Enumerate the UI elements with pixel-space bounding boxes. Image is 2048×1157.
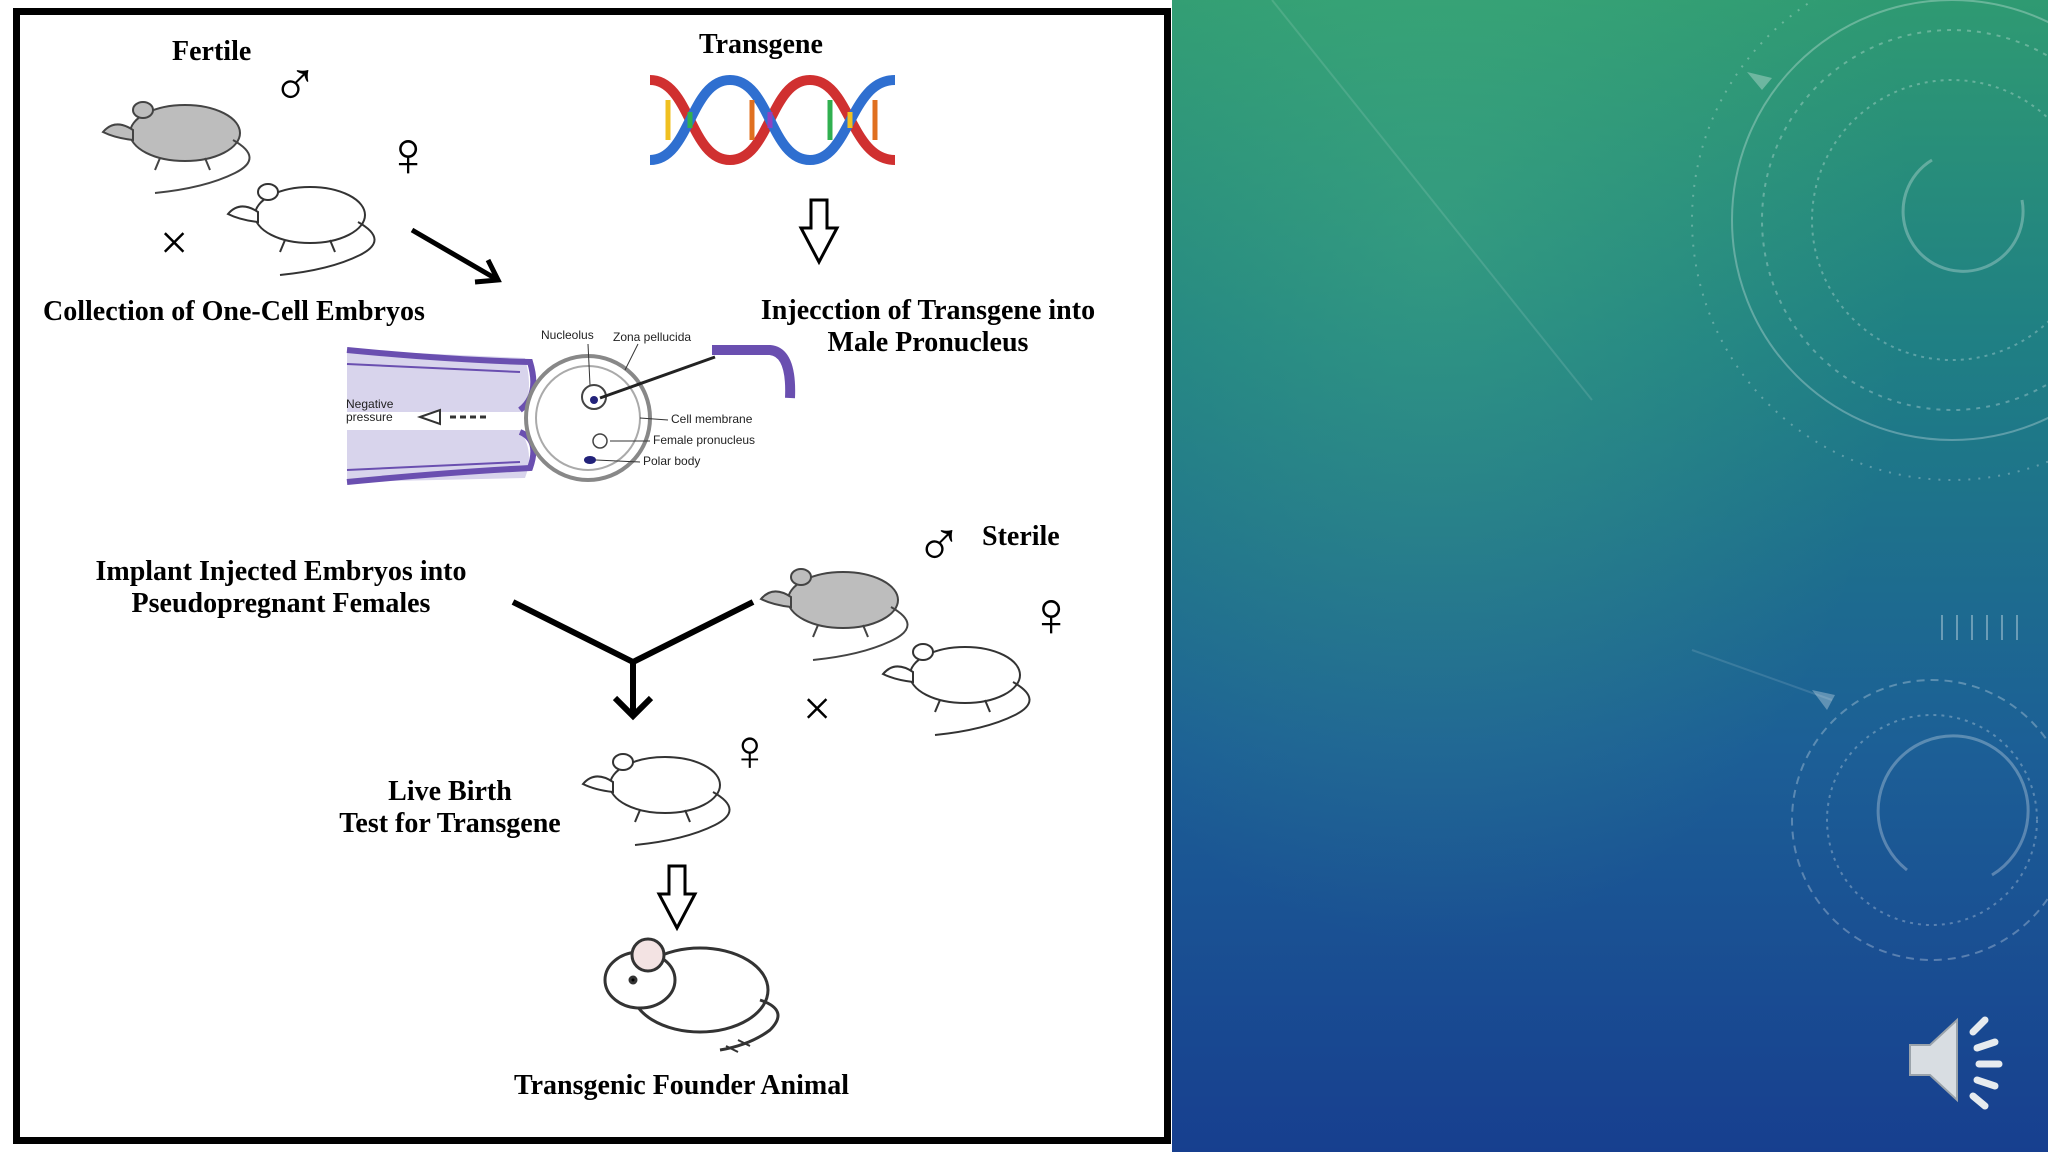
label-collection: Collection of One-Cell Embryos: [43, 296, 425, 327]
microinjection-illustration: [346, 343, 796, 485]
male-symbol-fertile: ♂: [271, 49, 319, 120]
slide-background: [1172, 0, 2048, 1152]
hud-decoration: [1271, 0, 2048, 961]
label-fertile: Fertile: [172, 36, 252, 67]
transgenic-founder-mouse: [603, 937, 780, 1053]
label-founder: Transgenic Founder Animal: [514, 1070, 850, 1101]
sterile-male-mouse: [760, 568, 909, 661]
micro-label-nucleolus: Nucleolus: [541, 328, 594, 342]
micro-label-female-pronucleus: Female pronucleus: [653, 433, 756, 447]
label-injection: Injecction of Transgene into Male Pronuc…: [738, 295, 1118, 359]
dna-helix-icon: [649, 74, 896, 166]
micro-label-polar-body: Polar body: [643, 454, 701, 468]
diagram-frame: [13, 8, 1171, 1144]
down-arrow-founder: [656, 864, 698, 932]
label-injection-line2: Male Pronucleus: [827, 327, 1029, 359]
speaker-icon[interactable]: [1905, 1010, 2015, 1110]
male-symbol-sterile: ♂: [915, 509, 963, 580]
micro-label-negative-pressure: Negative pressure: [346, 397, 394, 425]
fertile-female-mouse: [227, 183, 376, 276]
fertile-male-mouse: [102, 101, 251, 194]
cross-symbol-fertile: ×: [160, 214, 189, 270]
female-symbol-live-birth: ♀: [728, 718, 772, 783]
label-injection-line1: Injecction of Transgene into: [760, 295, 1096, 326]
label-implant: Implant Injected Embryos into Pseudopreg…: [76, 556, 486, 620]
micro-label-negative: Negative: [346, 397, 394, 411]
label-live-birth-line2: Test for Transgene: [339, 808, 561, 840]
micro-label-cell-membrane: Cell membrane: [671, 412, 753, 426]
arrow-to-microinjection: [410, 227, 502, 285]
female-symbol-fertile: ♀: [384, 119, 432, 190]
micro-label-zona: Zona pellucida: [613, 330, 692, 344]
label-implant-line2: Pseudopregnant Females: [131, 588, 431, 620]
label-transgene: Transgene: [699, 29, 823, 60]
cross-symbol-sterile: ×: [803, 680, 832, 736]
down-arrow-transgene: [798, 198, 840, 266]
label-live-birth-line1: Live Birth: [388, 776, 512, 807]
live-birth-female-mouse: [582, 753, 731, 846]
female-symbol-sterile: ♀: [1027, 579, 1075, 650]
label-implant-line1: Implant Injected Embryos into: [95, 556, 467, 587]
micro-label-pressure: pressure: [346, 410, 393, 425]
diagram-graphics: [102, 74, 1031, 1053]
label-sterile: Sterile: [982, 521, 1060, 552]
sterile-female-mouse: [882, 643, 1031, 736]
merge-arrow: [511, 599, 755, 721]
label-live-birth: Live Birth Test for Transgene: [310, 776, 590, 840]
